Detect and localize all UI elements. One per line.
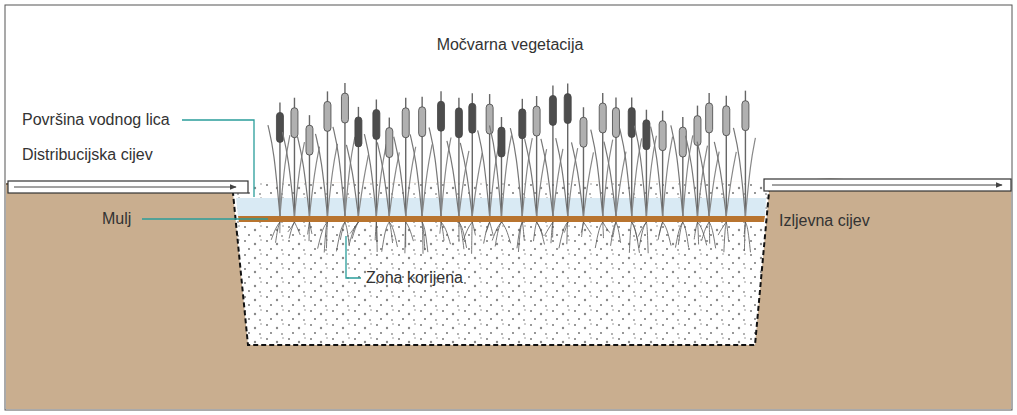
frame	[5, 5, 1012, 410]
flow-arrow	[14, 187, 236, 188]
cattails	[268, 83, 755, 216]
outlet-pipe	[764, 179, 1011, 191]
leader-line	[142, 218, 268, 219]
vegetation-label: Močvarna vegetacija	[437, 36, 584, 54]
leader-line	[346, 236, 361, 278]
root-zone-label: Zona korijena	[366, 269, 463, 287]
outlet-label: Izljevna cijev	[779, 212, 870, 230]
flow-arrow	[772, 185, 1002, 186]
sludge-layer	[238, 216, 765, 222]
sludge-label: Mulj	[102, 210, 131, 228]
roots	[271, 222, 750, 254]
ground	[6, 180, 1011, 410]
distribution-pipe	[8, 181, 248, 193]
water-surface-label: Površina vodnog lica	[22, 111, 170, 129]
pipe-label: Distribucijska cijev	[22, 146, 153, 164]
leader-line	[182, 120, 254, 197]
